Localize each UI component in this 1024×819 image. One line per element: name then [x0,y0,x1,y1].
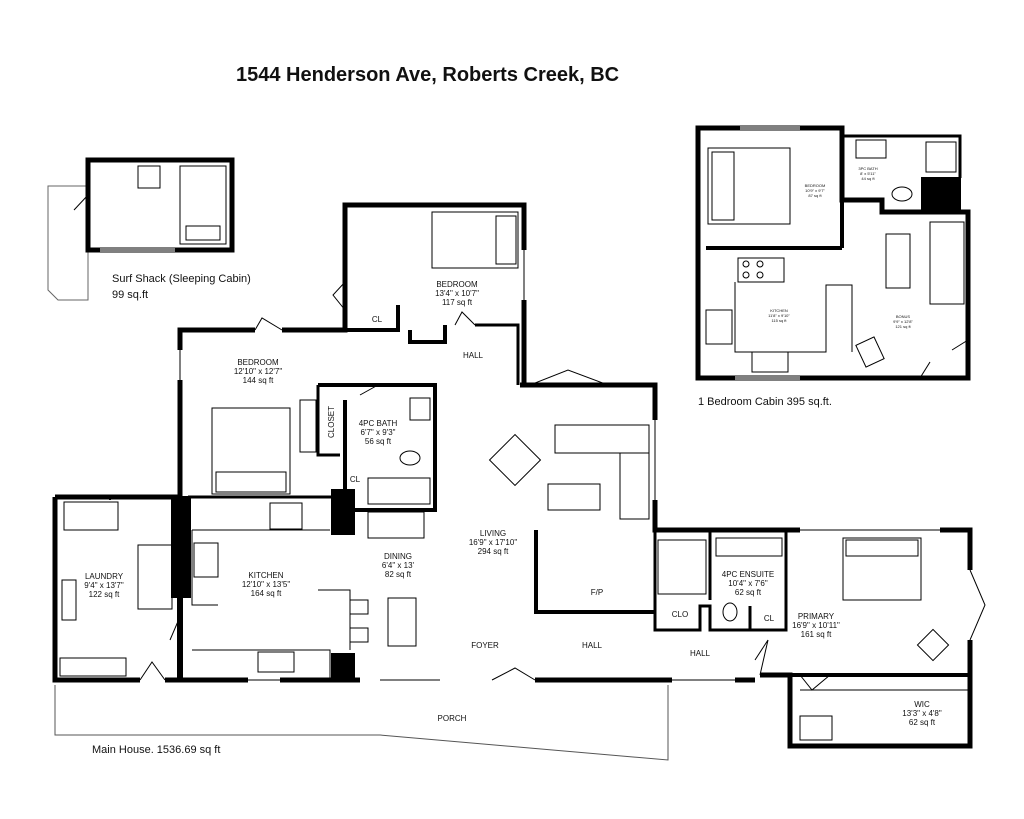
label-cl-top: CL [371,315,383,324]
main-house-plan [52,202,986,761]
cabin-plan [695,125,971,381]
label-cl-ensuite: CL [763,614,775,623]
main-house-caption: Main House. 1536.69 sq ft [92,744,221,756]
label-hall-right: HALL [689,649,711,658]
label-clo: CLO [671,610,689,619]
surf-shack-area: 99 sq.ft [112,289,149,301]
surf-shack [47,157,235,301]
label-cl-bath: CL [349,475,361,484]
label-porch: PORCH [437,714,467,723]
label-hall-mid: HALL [581,641,603,650]
label-hall-top: HALL [462,351,484,360]
label-foyer: FOYER [471,641,499,650]
surf-shack-caption: Surf Shack (Sleeping Cabin) [112,273,251,285]
page-title: 1544 Henderson Ave, Roberts Creek, BC [236,64,620,86]
label-closet: CLOSET [327,405,336,438]
label-fireplace: F/P [590,588,604,597]
cabin-caption: 1 Bedroom Cabin 395 sq.ft. [698,396,832,408]
